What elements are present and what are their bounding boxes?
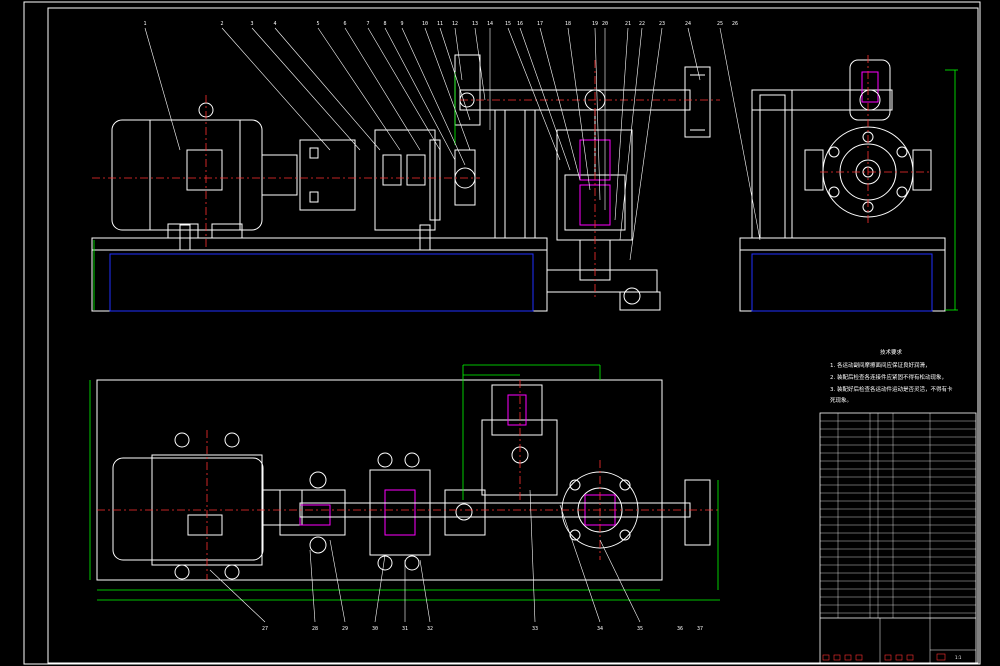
callout-top-3: 3: [250, 21, 253, 27]
callout-bottom-36: 36: [677, 626, 683, 632]
notes-line-3: 3. 装配好后检查各运动件运动是否灵活，不得有卡: [830, 385, 953, 393]
top-motor: [112, 457, 264, 561]
callout-top-5: 5: [316, 21, 319, 27]
callout-top-11: 11: [437, 21, 443, 27]
scale-value: 1:1: [955, 655, 962, 660]
callout-top-4: 4: [273, 21, 276, 27]
callout-top-1: 1: [143, 21, 146, 27]
front-base-frame: [91, 237, 548, 312]
callout-top-19: 19: [592, 21, 598, 27]
callout-top-7: 7: [366, 21, 369, 27]
callout-bottom-37: 37: [697, 626, 703, 632]
callout-top-17: 17: [537, 21, 543, 27]
callout-top-26: 26: [732, 21, 738, 27]
callout-bottom-34: 34: [597, 626, 603, 632]
callout-bottom-33: 33: [532, 626, 538, 632]
callout-top-9: 9: [400, 21, 403, 27]
sheet-border-inner: [47, 7, 979, 664]
callout-top-24: 24: [685, 21, 691, 27]
front-base-blue: [109, 253, 534, 312]
leader-lines: [144, 27, 761, 623]
side-base-frame: [739, 237, 946, 312]
top-base-frame: [96, 379, 663, 581]
callout-top-12: 12: [452, 21, 458, 27]
callout-bottom-31: 31: [402, 626, 408, 632]
notes-line-2: 2. 装配后检查各连接件应紧固不得有松动现象，: [830, 373, 947, 381]
callout-bottom-32: 32: [427, 626, 433, 632]
side-view: [739, 55, 958, 312]
callout-bottom-30: 30: [372, 626, 378, 632]
callout-top-25: 25: [717, 21, 723, 27]
top-view: [89, 364, 720, 601]
callout-top-2: 2: [220, 21, 223, 27]
callout-bottom-27: 27: [262, 626, 268, 632]
callout-top-18: 18: [565, 21, 571, 27]
callout-top-8: 8: [383, 21, 386, 27]
column: [494, 109, 536, 239]
callout-top-23: 23: [659, 21, 665, 27]
callout-top-6: 6: [343, 21, 346, 27]
callout-top-22: 22: [639, 21, 645, 27]
callout-top-13: 13: [472, 21, 478, 27]
notes-line-1: 1. 各运动副间摩擦面间应保证良好润滑，: [830, 361, 931, 369]
notes-title: 技术要求: [880, 348, 903, 356]
notes-line-4: 死现象。: [830, 396, 852, 404]
callout-bottom-28: 28: [312, 626, 318, 632]
callout-top-14: 14: [487, 21, 493, 27]
callout-top-16: 16: [517, 21, 523, 27]
callout-bottom-29: 29: [342, 626, 348, 632]
callout-bottom-35: 35: [637, 626, 643, 632]
callout-top-21: 21: [625, 21, 631, 27]
callout-top-15: 15: [505, 21, 511, 27]
technical-notes: 技术要求 1. 各运动副间摩擦面间应保证良好润滑， 2. 装配后检查各连接件应紧…: [830, 348, 953, 404]
title-block: 1:1: [819, 412, 977, 664]
sheet-border-outer: [23, 1, 981, 665]
coupling: [299, 139, 356, 211]
front-view: [91, 54, 720, 312]
callout-top-20: 20: [602, 21, 608, 27]
bearing-housing: [374, 129, 436, 231]
callout-top-10: 10: [422, 21, 428, 27]
